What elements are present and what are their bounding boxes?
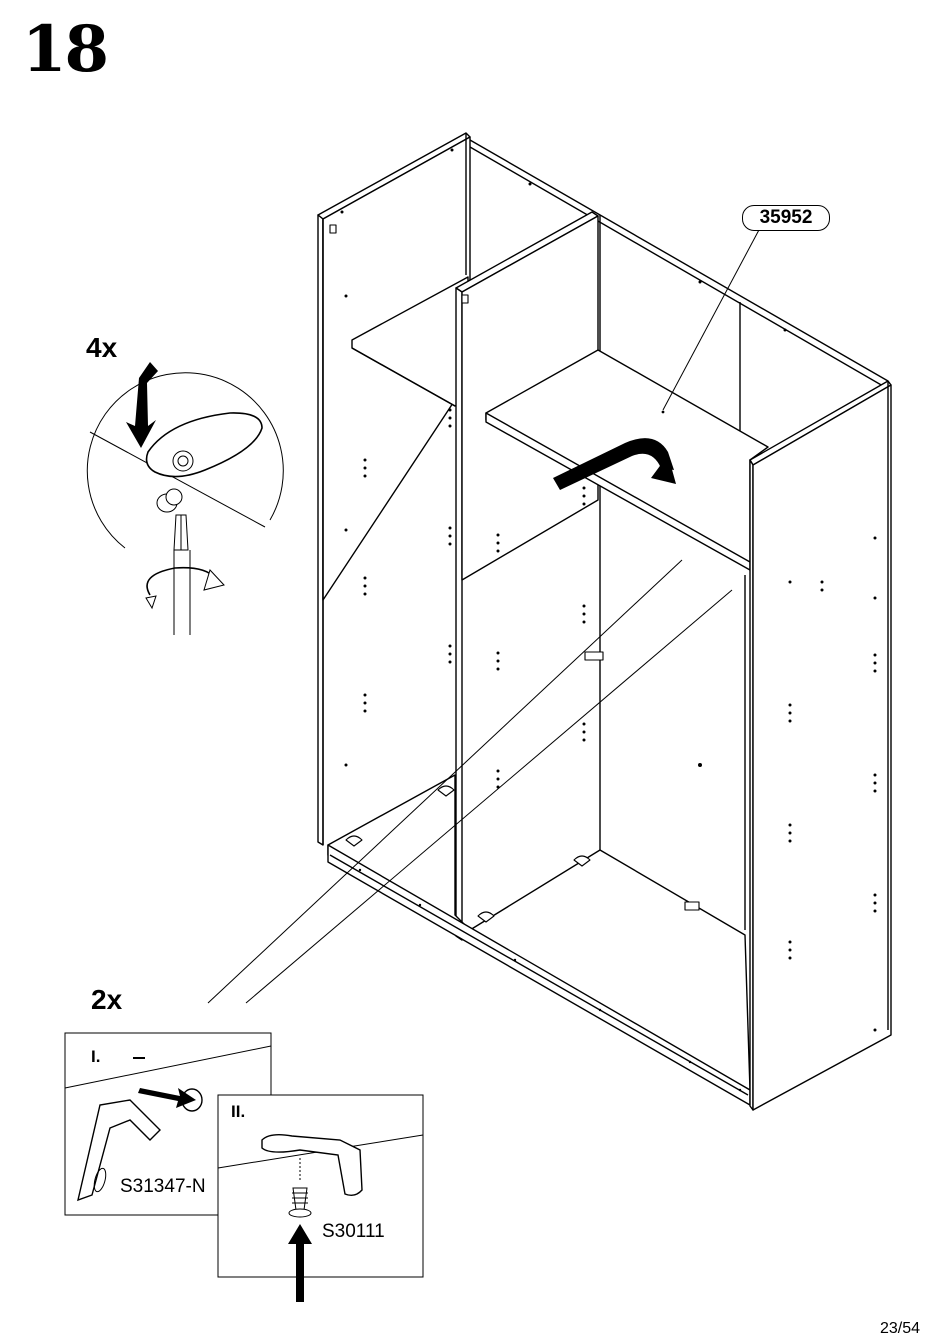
cam-lock-icon <box>157 489 182 512</box>
part-number-tag: 35952 <box>742 205 830 231</box>
detail-box-2-part: S30111 <box>322 1222 385 1241</box>
screwdriver-icon <box>174 515 190 635</box>
detail-box-2-label: II. <box>231 1103 245 1120</box>
arrow-down-icon <box>126 362 158 448</box>
detail-box-1-part: S31347-N <box>120 1177 206 1196</box>
right-side-panel <box>750 381 891 1110</box>
detail-box-2 <box>218 1095 423 1277</box>
left-side-panel <box>318 133 470 845</box>
quantity-callout-bottom: 2x <box>91 986 122 1014</box>
step-number: 18 <box>22 18 107 82</box>
cam-lock-detail <box>87 373 283 635</box>
bottom-panel <box>328 775 750 1105</box>
middle-divider-panel <box>456 212 598 940</box>
quantity-callout-top: 4x <box>86 334 117 362</box>
detail-box-1-label: I. <box>91 1048 100 1065</box>
page-number: 23/54 <box>880 1320 920 1338</box>
